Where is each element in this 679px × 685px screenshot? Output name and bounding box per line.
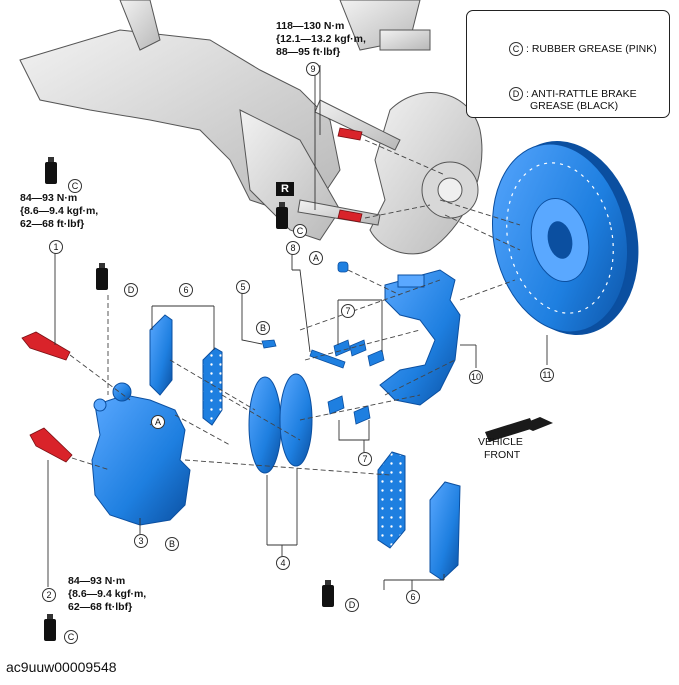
grease-marker-c-upper: C — [293, 224, 307, 238]
caliper-bolt-lower — [29, 427, 73, 463]
grease-marker-d-upper: D — [124, 283, 138, 297]
shim-rear — [279, 373, 313, 467]
grease-marker-c-bottom: C — [64, 630, 78, 644]
torque-spec-bottom-line1: 84—93 N·m — [68, 575, 126, 587]
callout-2: 2 — [42, 588, 56, 602]
shim-front — [248, 376, 282, 474]
callout-6-upper: 6 — [179, 283, 193, 297]
callout-1: 1 — [49, 240, 63, 254]
leader-lines — [47, 65, 548, 590]
legend-d-marker: D — [509, 87, 523, 101]
pad-clips — [327, 339, 385, 425]
grease-marker-d-lower: D — [345, 598, 359, 612]
callout-4: 4 — [276, 556, 290, 570]
torque-spec-left-line2: {8.6—9.4 kgf·m, — [20, 205, 99, 217]
reference-marker-a-upper: A — [309, 251, 323, 265]
legend-d-text-1: : ANTI-RATTLE BRAKE — [526, 88, 637, 100]
callout-9: 9 — [306, 62, 320, 76]
caliper-body — [91, 382, 191, 526]
torque-spec-top-line1: 118—130 N·m — [276, 20, 345, 32]
grease-bottle-icon — [96, 263, 108, 290]
reference-marker-b-upper: B — [256, 321, 270, 335]
callout-6-lower: 6 — [406, 590, 420, 604]
guide-pin — [261, 261, 349, 369]
legend-c-text: : RUBBER GREASE (PINK) — [526, 43, 657, 55]
reference-marker-a-lower: A — [151, 415, 165, 429]
torque-spec-left-line1: 84—93 N·m — [20, 192, 78, 204]
callout-8: 8 — [286, 241, 300, 255]
torque-spec-left-line3: 62—68 ft·lbf} — [20, 218, 85, 230]
caliper-bracket — [379, 269, 461, 406]
knuckle-bolt-lower — [337, 209, 363, 223]
r-marker: R — [276, 182, 294, 196]
legend-d-text-2: GREASE (BLACK) — [530, 100, 619, 112]
vehicle-front-arrow-icon — [485, 417, 553, 442]
grease-legend — [466, 10, 670, 118]
legend-c-marker: C — [509, 42, 523, 56]
callout-7-lower: 7 — [358, 452, 372, 466]
callout-3: 3 — [134, 534, 148, 548]
vehicle-front-label-1: VEHICLE — [478, 436, 523, 448]
torque-spec-bottom-line3: 62—68 ft·lbf} — [68, 601, 133, 613]
grease-marker-c-left: C — [68, 179, 82, 193]
brake-pad-inner-upper — [149, 314, 173, 396]
dashed-assembly-lines — [69, 139, 521, 476]
callout-11: 11 — [540, 368, 554, 382]
brake-pad-outer-upper — [202, 347, 223, 426]
brake-disc — [491, 141, 639, 335]
torque-spec-bottom-line2: {8.6—9.4 kgf·m, — [68, 588, 147, 600]
reference-marker-b-lower: B — [165, 537, 179, 551]
callout-7-upper: 7 — [341, 304, 355, 318]
brake-pad-inner-lower — [377, 451, 406, 549]
grease-bottle-icon — [276, 202, 288, 229]
torque-spec-top-line2: {12.1—13.2 kgf·m, — [276, 33, 366, 45]
grease-bottle-icon — [45, 157, 57, 184]
knuckle-bolt-upper — [337, 127, 363, 141]
vehicle-front-label-2: FRONT — [484, 449, 521, 461]
brake-pad-outer-lower — [429, 481, 461, 581]
callout-10: 10 — [469, 370, 483, 384]
torque-spec-top-line3: 88—95 ft·lbf} — [276, 46, 341, 58]
callout-5: 5 — [236, 280, 250, 294]
caliper-bolt-upper — [21, 331, 71, 361]
grease-bottle-icon — [322, 580, 334, 607]
grease-bottle-icon — [44, 614, 56, 641]
figure-id: ac9uuw00009548 — [6, 659, 117, 675]
suspension-assembly — [19, 0, 483, 255]
